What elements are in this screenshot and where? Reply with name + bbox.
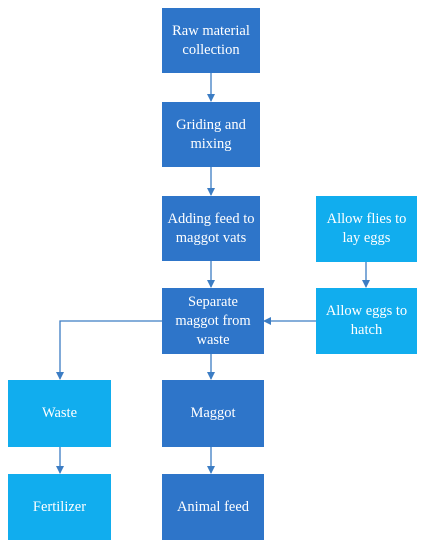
node-label: Separate maggot from waste <box>175 293 251 348</box>
node-fertilizer: Fertilizer <box>8 474 111 540</box>
node-label: Adding feed to maggot vats <box>167 210 255 246</box>
arrow-separate-to-waste <box>56 320 162 380</box>
node-griding-and-mixing: Griding and mixing <box>162 102 260 167</box>
node-label: Allow eggs to hatch <box>325 303 408 338</box>
node-allow-eggs-to-hatch: Allow eggs to hatch <box>316 288 417 354</box>
node-label: Raw material collection <box>172 22 250 58</box>
node-adding-feed-to-maggot-vats: Adding feed to maggot vats <box>162 196 260 261</box>
node-label: Maggot <box>190 405 236 421</box>
node-allow-flies-to-lay-eggs: Allow flies to lay eggs <box>316 196 417 262</box>
node-separate-maggot-from-waste: Separate maggot from waste <box>162 288 264 354</box>
node-raw-material-collection: Raw material collection <box>162 8 260 73</box>
node-animal-feed: Animal feed <box>162 474 264 540</box>
node-label: Allow flies to lay eggs <box>326 211 407 246</box>
node-maggot: Maggot <box>162 380 264 447</box>
node-label: Waste <box>41 405 78 421</box>
node-label: Fertilizer <box>32 498 87 515</box>
node-label: Griding and mixing <box>176 116 246 152</box>
node-waste: Waste <box>8 380 111 447</box>
node-label: Animal feed <box>176 498 250 515</box>
